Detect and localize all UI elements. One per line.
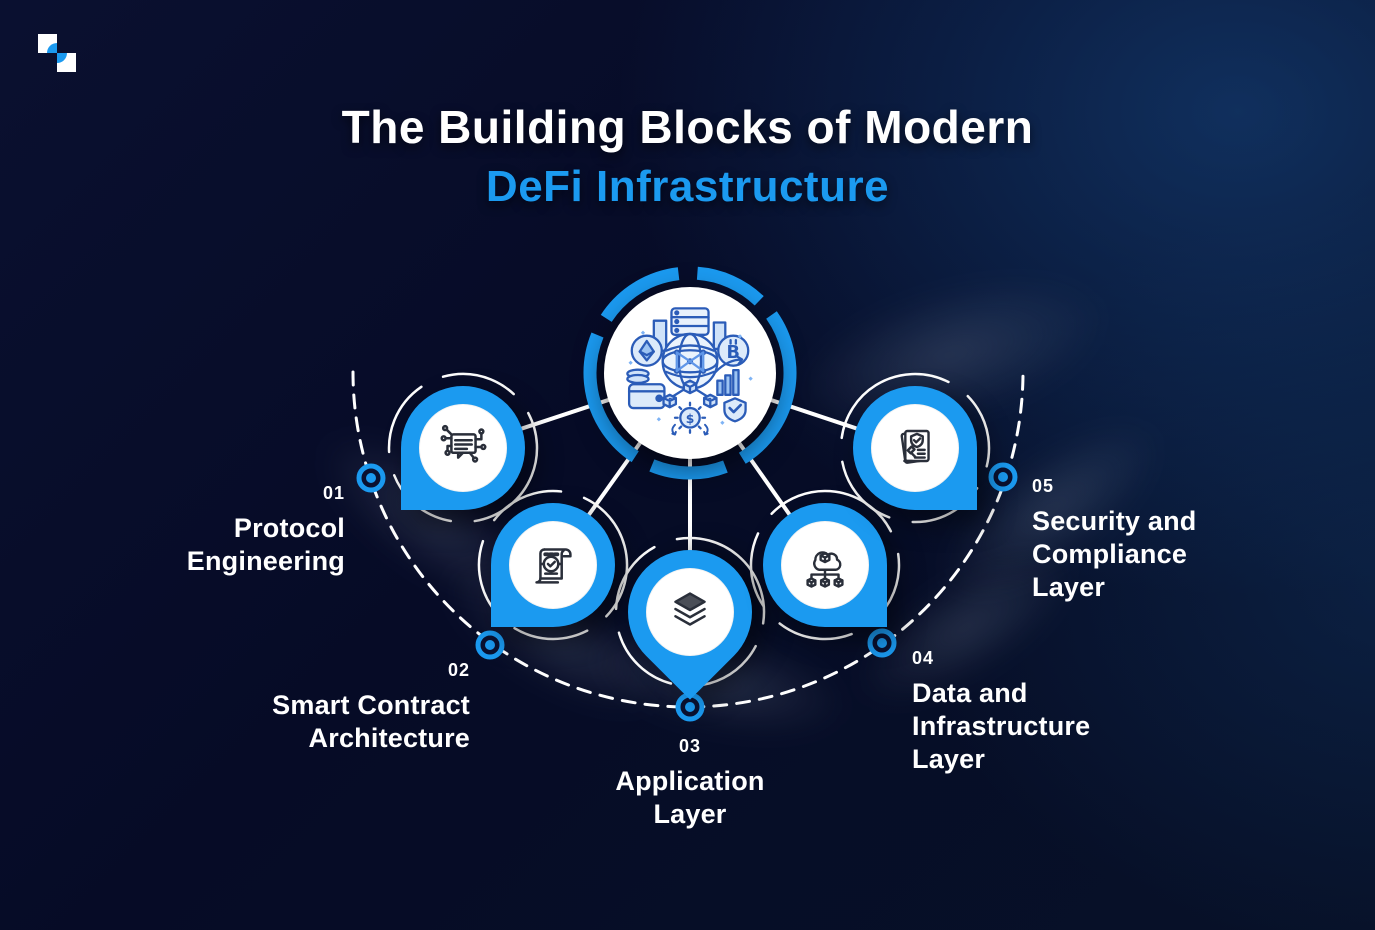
label-protocol-engineering: 01 Protocol Engineering [110, 483, 345, 578]
logo-quarter-circle [47, 43, 57, 53]
item-title: Application Layer [615, 766, 765, 829]
item-number: 01 [322, 483, 345, 503]
svg-text:$: $ [686, 412, 695, 426]
stacked-layers-icon [661, 581, 719, 644]
pin-protocol-engineering [401, 386, 525, 510]
item-number: 02 [447, 660, 470, 680]
hub-circle: B [604, 287, 776, 459]
dashed-arc [351, 370, 1025, 709]
arc-marker-dot [988, 462, 1018, 492]
logo-quarter-circle [57, 53, 67, 63]
circuit-message-icon [434, 417, 492, 480]
pin-accent-arcs [387, 372, 991, 688]
arc-marker-dot [475, 630, 505, 660]
pin-data-infrastructure-layer [763, 503, 887, 627]
item-number: 03 [678, 736, 702, 756]
item-number: 04 [912, 648, 935, 668]
defi-hub-illustration-icon: B [615, 296, 765, 451]
pin-inner-circle [419, 404, 507, 492]
pin-smart-contract-architecture [491, 503, 615, 627]
label-smart-contract-architecture: 02 Smart Contract Architecture [215, 660, 470, 755]
title-line-1: The Building Blocks of Modern [341, 101, 1034, 153]
pin-inner-circle [871, 404, 959, 492]
pin-security-compliance-layer [853, 386, 977, 510]
label-application-layer: 03 Application Layer [565, 736, 815, 831]
pin-inner-circle [509, 521, 597, 609]
compliance-document-icon [886, 417, 944, 480]
label-security-compliance-layer: 05 Security and Compliance Layer [1032, 476, 1292, 604]
item-title: Security and Compliance Layer [1032, 506, 1197, 602]
hub-ring [583, 266, 797, 480]
logo-square [57, 53, 76, 72]
page-title: The Building Blocks of Modern DeFi Infra… [0, 100, 1375, 212]
item-number: 05 [1032, 476, 1055, 496]
arc-marker-dot [867, 628, 897, 658]
pin-inner-circle [646, 568, 734, 656]
pin-inner-circle [781, 521, 869, 609]
item-title: Data and Infrastructure Layer [912, 678, 1091, 774]
label-data-infrastructure-layer: 04 Data and Infrastructure Layer [912, 648, 1172, 776]
title-line-2: DeFi Infrastructure [485, 162, 890, 211]
arc-marker-dot [356, 463, 386, 493]
item-title: Protocol Engineering [186, 513, 345, 576]
cloud-network-icon [796, 534, 854, 597]
svg-text:B: B [727, 342, 740, 362]
logo-square [38, 34, 57, 53]
item-title: Smart Contract Architecture [272, 690, 470, 753]
brand-logo [38, 34, 78, 74]
smart-contract-scroll-icon [524, 534, 582, 597]
arc-marker-dots [356, 462, 1018, 722]
pin-application-layer [602, 524, 778, 700]
